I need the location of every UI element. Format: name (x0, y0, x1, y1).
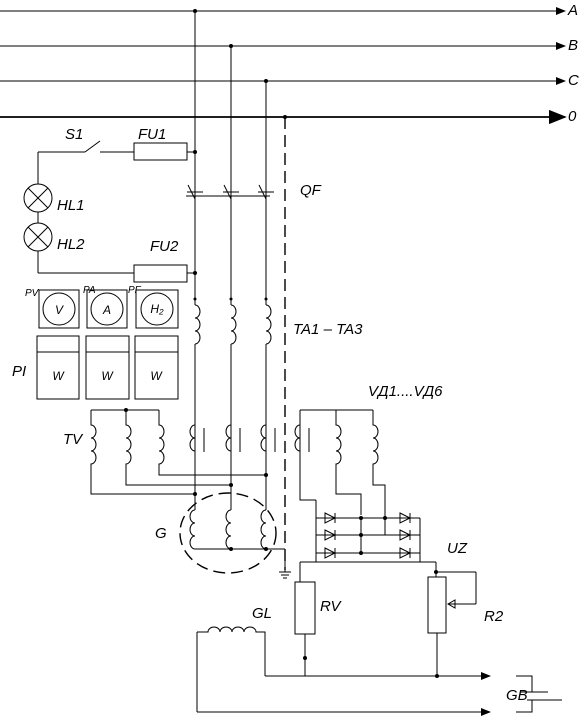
lighting-circuit: S1 FU1 HL1 HL2 FU2 (23, 126, 197, 283)
label-gl: GL (252, 605, 272, 622)
meter-pa-frame (86, 289, 128, 329)
label-pv: PV (25, 288, 40, 299)
resistor-rv (294, 581, 316, 635)
bus-lines: A B C 0 (0, 2, 579, 125)
fuse-fu1 (133, 142, 188, 161)
label-pi: PI (12, 363, 26, 380)
label-r2: R2 (484, 608, 504, 625)
label-pa: PA (83, 285, 96, 296)
label-pf: PF (128, 285, 142, 296)
wattmeter-1 (36, 335, 80, 400)
svg-text:W: W (101, 369, 114, 383)
bus-label-n: 0 (568, 108, 577, 125)
meter-pf-frame (135, 289, 179, 329)
fuse-fu2 (133, 264, 188, 283)
label-hl1: HL1 (57, 197, 85, 214)
bus-label-b: B (568, 37, 578, 54)
frequency-meter-pf (140, 292, 174, 326)
wattmeter-3 (134, 335, 179, 400)
svg-text:W: W (52, 369, 65, 383)
svg-text:H₂: H₂ (150, 302, 164, 316)
label-tv: TV (63, 431, 84, 448)
circuit-breaker-qf: QF (186, 182, 322, 305)
label-vd: VД1....VД6 (368, 383, 443, 400)
bus-label-a: A (567, 2, 578, 19)
bus-label-c: C (568, 72, 579, 89)
current-transformers: TA1 – TA3 (193, 297, 363, 510)
generator-boundary (179, 492, 277, 574)
phase-feeders (193, 9, 268, 194)
rheostat-r2 (427, 576, 447, 634)
label-gb: GB (506, 687, 528, 704)
resistors: RV R2 (294, 562, 504, 678)
svg-text:V: V (55, 303, 64, 317)
svg-text:W: W (150, 369, 163, 383)
ammeter-pa (90, 292, 124, 326)
meters: V PV A PA H₂ PF W W W PI (12, 285, 179, 400)
excitation-transformer: VД1....VД6 (294, 383, 443, 535)
meter-pv-frame (38, 289, 80, 329)
label-fu2: FU2 (150, 238, 179, 255)
label-rv: RV (320, 598, 343, 615)
voltage-transformer-tv: TV (63, 408, 276, 496)
svg-text:A: A (102, 303, 111, 317)
label-fu1: FU1 (138, 126, 166, 143)
voltmeter-pv (42, 292, 76, 326)
label-ta: TA1 – TA3 (293, 321, 363, 338)
switch-s1 (84, 140, 101, 153)
label-s1: S1 (65, 126, 83, 143)
wattmeter-2 (85, 335, 130, 400)
label-uz: UZ (447, 540, 468, 557)
generator-g: G (155, 492, 291, 579)
label-hl2: HL2 (57, 236, 85, 253)
field-winding-battery: GL GB (196, 605, 562, 716)
label-qf: QF (300, 182, 322, 199)
rectifier-bridge-uz: UZ (300, 500, 468, 563)
label-g: G (155, 525, 167, 542)
